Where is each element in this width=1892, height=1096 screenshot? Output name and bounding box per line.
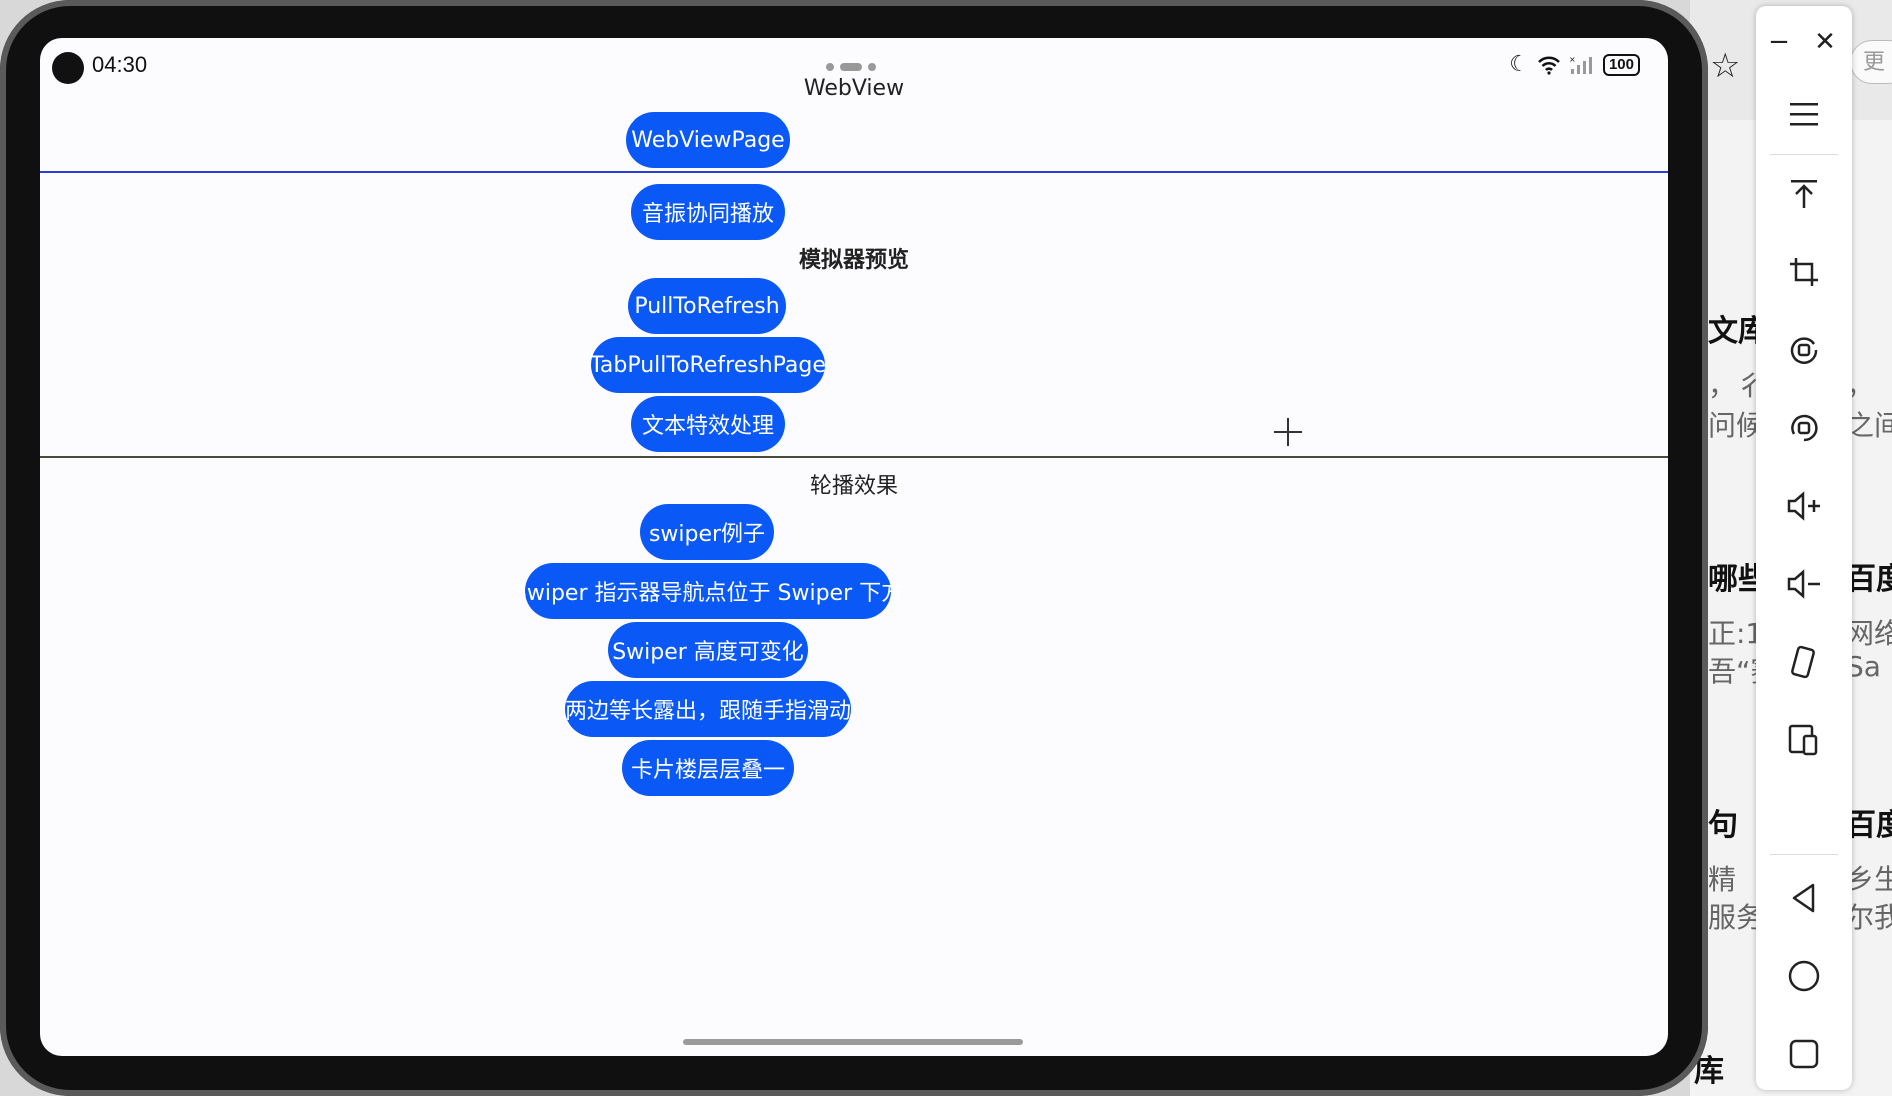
- emulator-toolbar: − ✕: [1756, 6, 1852, 1090]
- section-title-webview: WebView: [803, 76, 905, 101]
- bg-fragment: 尔我: [1846, 901, 1892, 934]
- tablet-frame: 04:30 ☾ × 100 WebView WebViewPage: [0, 0, 1708, 1096]
- swiper-indicator-button[interactable]: Swiper 指示器导航点位于 Swiper 下方: [513, 563, 903, 619]
- bg-fragment: 乡生: [1846, 863, 1892, 896]
- bg-fragment: 服务: [1708, 901, 1765, 934]
- section-divider: [40, 171, 1668, 173]
- bg-fragment: 句: [1708, 808, 1738, 843]
- section-title-swiper: 轮播效果: [809, 474, 898, 499]
- pin-top-icon[interactable]: [1756, 164, 1852, 224]
- haptic-audio-button[interactable]: 音振协同播放: [631, 184, 785, 240]
- shake-icon[interactable]: [1756, 632, 1852, 692]
- bg-fragment: 网络: [1846, 617, 1892, 650]
- card-stack-button[interactable]: 卡片楼层层叠一: [622, 740, 794, 796]
- bg-fragment: 百度: [1846, 808, 1892, 843]
- pulltorefresh-button[interactable]: PullToRefresh: [628, 278, 786, 334]
- rotate-reset-icon[interactable]: [1756, 398, 1852, 458]
- device-switch-icon[interactable]: [1756, 710, 1852, 770]
- swiper-example-button[interactable]: swiper例子: [640, 504, 774, 560]
- bg-fragment: 百度: [1846, 562, 1892, 597]
- bg-fragment: 问候: [1708, 409, 1765, 442]
- volume-down-icon[interactable]: [1756, 554, 1852, 614]
- swiper-peek-button[interactable]: 两边等长露出，跟随手指滑动: [565, 681, 851, 737]
- crop-icon[interactable]: [1756, 242, 1852, 302]
- bg-fragment: 精: [1708, 863, 1737, 896]
- window-drag-handle[interactable]: [826, 56, 882, 71]
- swiper-height-button[interactable]: Swiper 高度可变化: [608, 622, 808, 678]
- home-icon[interactable]: [1756, 946, 1852, 1006]
- browser-more-button[interactable]: 更: [1850, 40, 1892, 84]
- battery-indicator: 100: [1602, 53, 1640, 76]
- toolbar-separator: [1770, 854, 1838, 855]
- moon-icon: ☾: [1509, 52, 1529, 77]
- bg-fragment: ，彳: [1708, 369, 1765, 402]
- section-title-emulator: 模拟器预览: [798, 248, 909, 273]
- bg-fragment: 正:1: [1708, 617, 1764, 650]
- text-effect-button[interactable]: 文本特效处理: [631, 396, 785, 452]
- toolbar-separator: [1770, 154, 1838, 155]
- rotate-icon[interactable]: [1756, 320, 1852, 380]
- wifi-icon: [1538, 56, 1560, 75]
- favorite-star-icon[interactable]: ☆: [1710, 46, 1741, 86]
- mouse-crosshair-cursor: [1274, 418, 1302, 446]
- menu-icon[interactable]: [1756, 84, 1852, 144]
- section-divider: [40, 456, 1668, 458]
- bg-fragment: 之间: [1846, 409, 1892, 442]
- webviewpage-button[interactable]: WebViewPage: [626, 112, 790, 168]
- status-time: 04:30: [92, 52, 148, 77]
- volume-up-icon[interactable]: [1756, 476, 1852, 536]
- device-screen: 04:30 ☾ × 100 WebView WebViewPage: [40, 38, 1668, 1056]
- signal-icon: ×: [1569, 55, 1592, 74]
- tabpulltorefresh-button[interactable]: TabPullToRefreshPage: [590, 337, 826, 393]
- back-icon[interactable]: [1756, 868, 1852, 928]
- minimize-icon[interactable]: −: [1768, 27, 1790, 57]
- status-icons: ☾ × 100: [1509, 52, 1640, 77]
- home-indicator[interactable]: [683, 1039, 1023, 1045]
- overview-icon[interactable]: [1756, 1024, 1852, 1084]
- svg-text:×: ×: [1569, 55, 1576, 64]
- close-icon[interactable]: ✕: [1814, 27, 1836, 57]
- camera-icon: [52, 52, 84, 84]
